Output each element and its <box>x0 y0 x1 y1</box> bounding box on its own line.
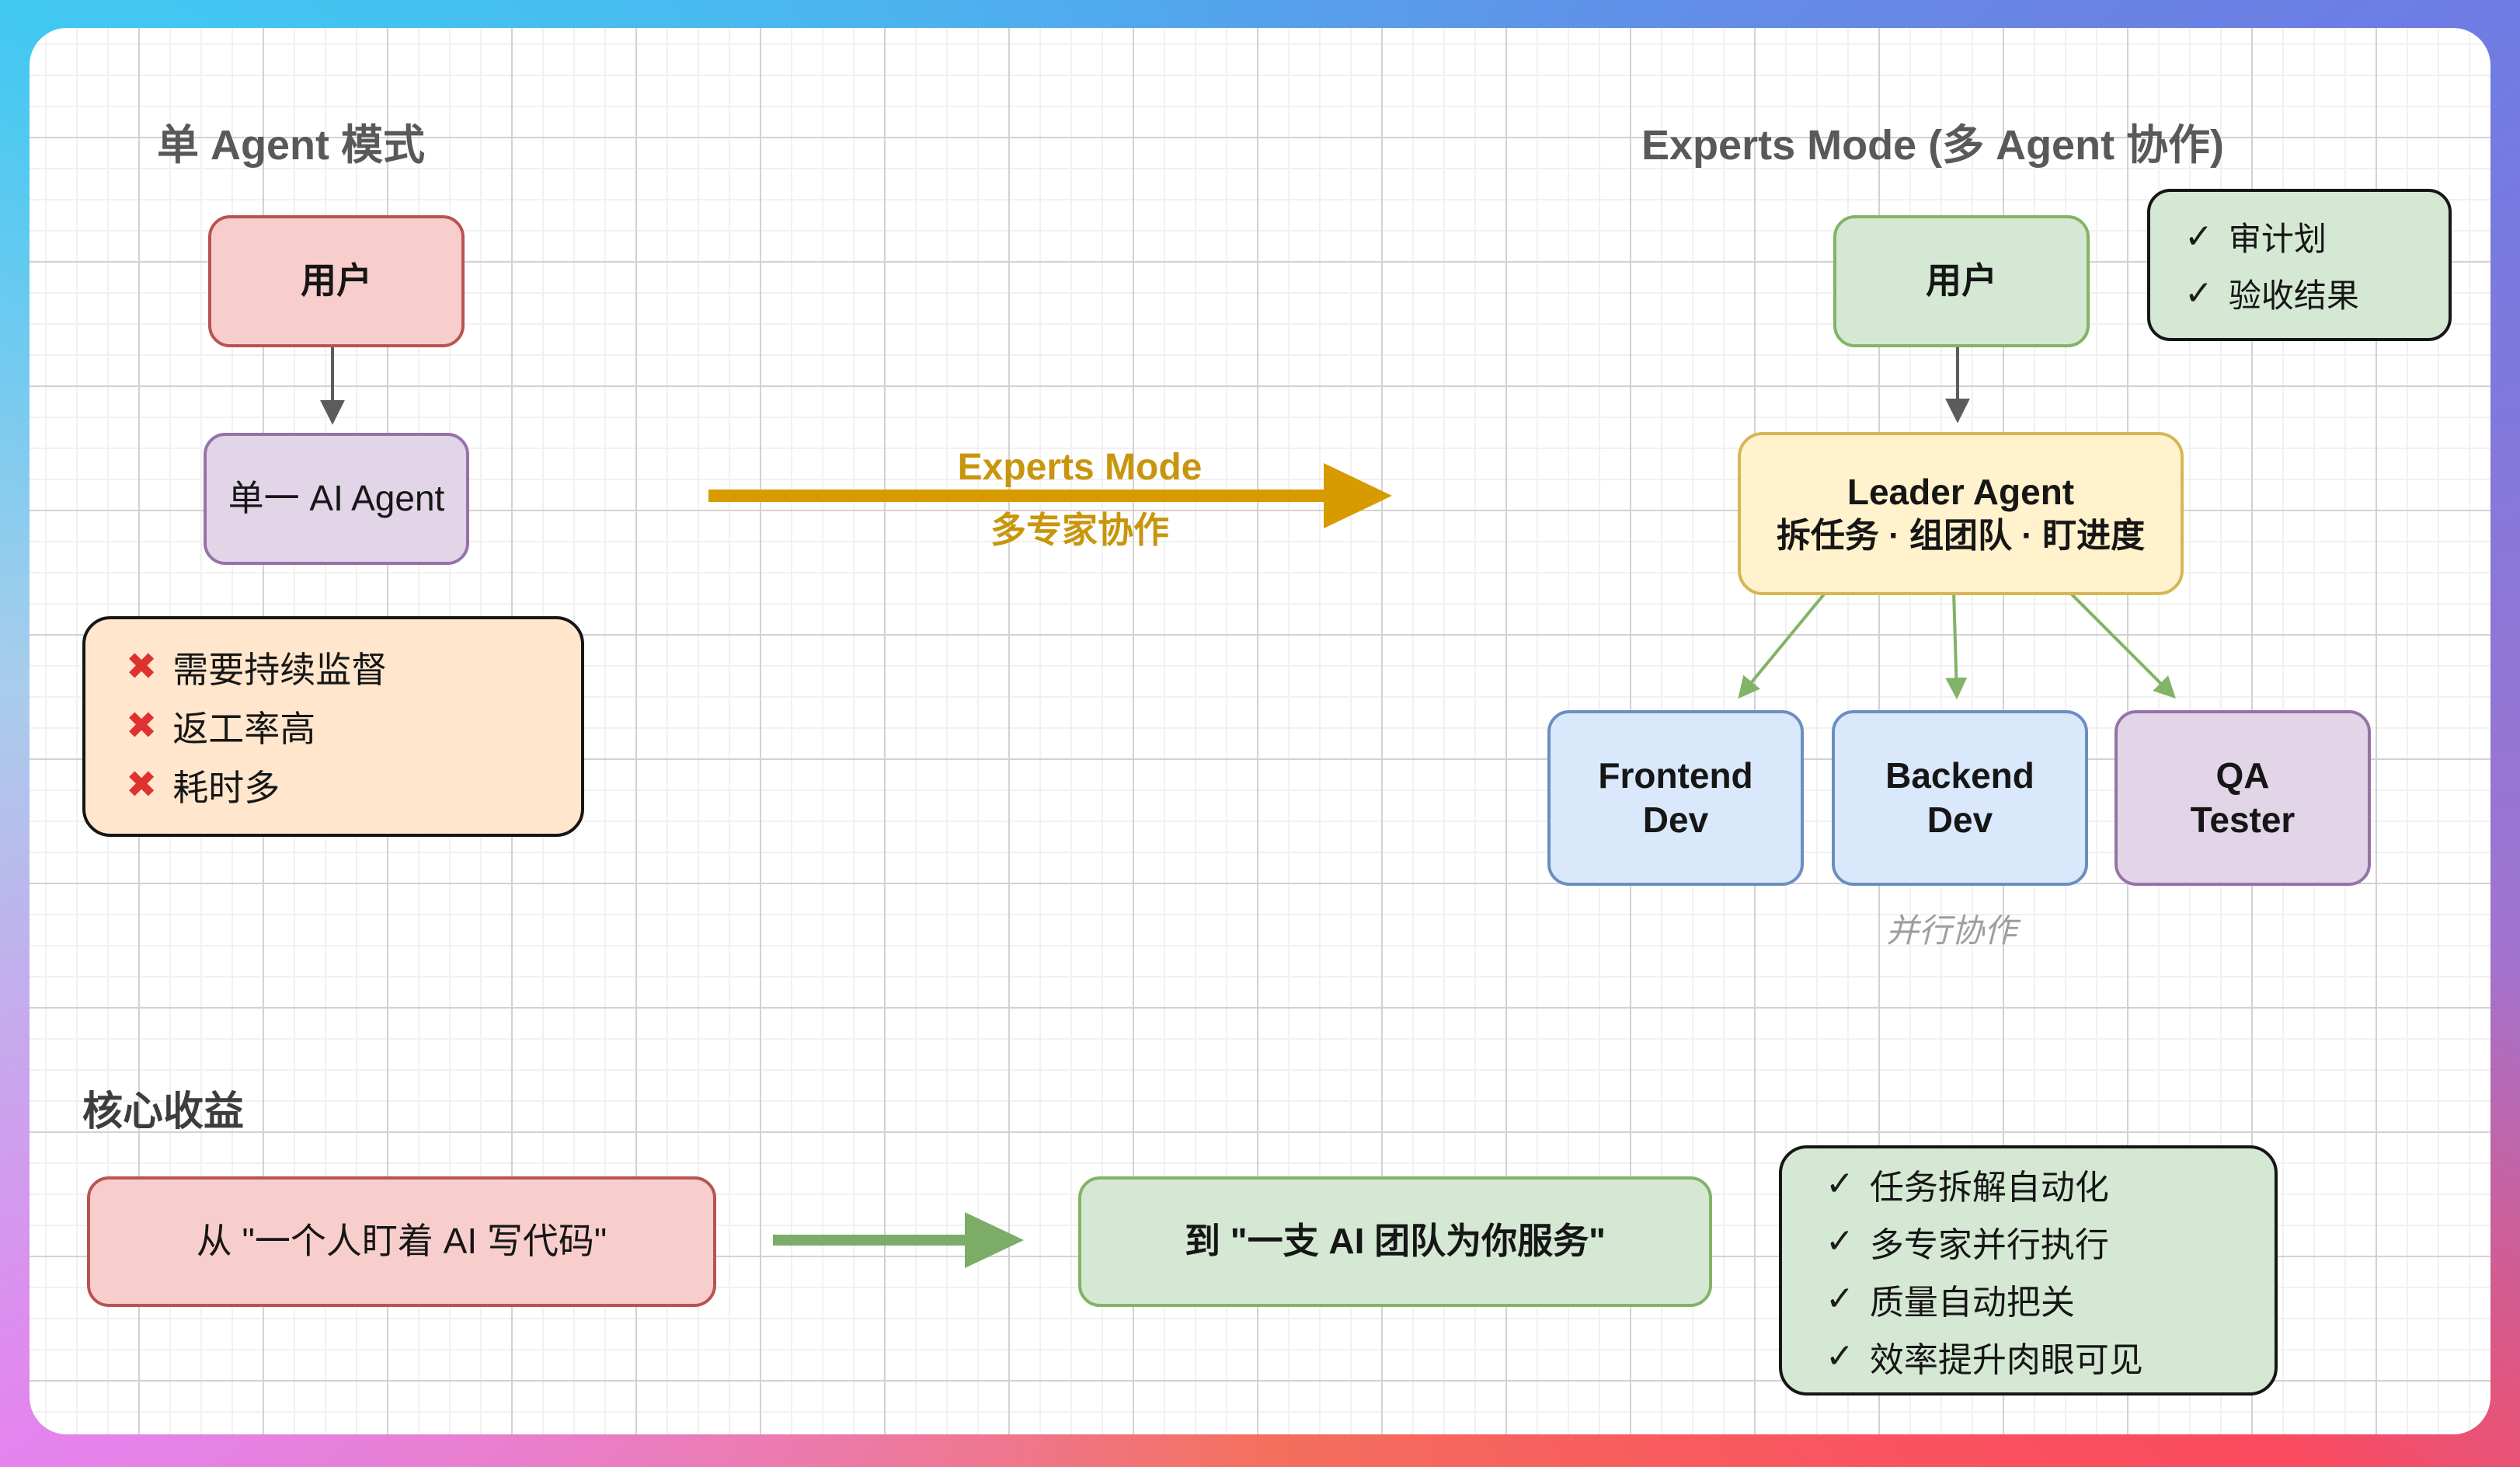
node-frontend-dev[interactable]: Frontend Dev <box>1547 710 1804 886</box>
duty-item: ✓ 审计划 <box>2184 213 2327 260</box>
backend-dev-line2: Dev <box>1927 800 1993 840</box>
node-user-right-label: 用户 <box>1926 260 1997 301</box>
single-agent-heading: 单 Agent 模式 <box>157 122 425 169</box>
drawback-text: 返工率高 <box>172 709 316 749</box>
duty-text: 验收结果 <box>2228 277 2359 314</box>
to-state-label: 到 "一支 AI 团队为你服务" <box>1185 1221 1606 1262</box>
node-qa-tester[interactable]: QA Tester <box>2115 710 2371 886</box>
from-state-label: 从 "一个人盯着 AI 写代码" <box>196 1221 607 1262</box>
qa-tester-line2: Tester <box>2190 800 2295 840</box>
benefit-item: ✓ 效率提升肉眼可见 <box>1826 1332 2143 1382</box>
check-icon: ✓ <box>1826 1280 1854 1318</box>
benefits-note[interactable]: ✓ 任务拆解自动化 ✓ 多专家并行执行 ✓ 质量自动把关 ✓ 效率提升肉眼可见 <box>1779 1145 2278 1396</box>
check-icon: ✓ <box>1826 1165 1854 1203</box>
qa-tester-line1: QA <box>2215 754 2270 796</box>
experts-mode-heading: Experts Mode (多 Agent 协作) <box>1641 122 2225 169</box>
node-single-ai-agent[interactable]: 单一 AI Agent <box>204 433 469 565</box>
connector-leader-to-qa[interactable] <box>2066 589 2176 699</box>
frontend-dev-line2: Dev <box>1642 800 1709 840</box>
core-benefits-heading: 核心收益 <box>82 1089 245 1134</box>
cross-icon: ✖ <box>126 646 158 688</box>
drawback-item: ✖ 返工率高 <box>126 701 315 752</box>
cross-icon: ✖ <box>126 706 158 747</box>
drawback-text: 需要持续监督 <box>172 650 388 690</box>
frontend-dev-line1: Frontend <box>1598 754 1753 796</box>
connector-leader-to-frontend[interactable] <box>1738 589 1829 699</box>
drawback-item: ✖ 耗时多 <box>126 760 280 811</box>
experts-mode-arrow[interactable] <box>708 463 1392 528</box>
user-duties-note[interactable]: ✓ 审计划 ✓ 验收结果 <box>2147 189 2452 341</box>
transition-label-line2: 多专家协作 <box>990 510 1169 550</box>
node-leader-agent[interactable]: Leader Agent 拆任务 · 组团队 · 盯进度 <box>1738 432 2184 595</box>
parallel-collaboration-caption: 并行协作 <box>1885 912 2017 949</box>
check-icon: ✓ <box>2184 217 2213 256</box>
benefit-item: ✓ 任务拆解自动化 <box>1826 1159 2109 1209</box>
benefit-arrow[interactable] <box>773 1212 1024 1268</box>
leader-agent-subtitle: 拆任务 · 组团队 · 盯进度 <box>1776 517 2146 556</box>
drawback-item: ✖ 需要持续监督 <box>126 642 387 693</box>
benefit-text: 质量自动把关 <box>1869 1284 2075 1322</box>
drawbacks-note[interactable]: ✖ 需要持续监督 ✖ 返工率高 ✖ 耗时多 <box>82 616 584 837</box>
node-backend-dev[interactable]: Backend Dev <box>1832 710 2088 886</box>
check-icon: ✓ <box>2184 274 2213 312</box>
benefit-item: ✓ 多专家并行执行 <box>1826 1217 2109 1267</box>
node-user-left[interactable]: 用户 <box>208 215 465 347</box>
cross-icon: ✖ <box>126 765 158 806</box>
benefit-item: ✓ 质量自动把关 <box>1826 1274 2075 1324</box>
duty-item: ✓ 验收结果 <box>2184 270 2359 317</box>
node-to-state[interactable]: 到 "一支 AI 团队为你服务" <box>1078 1176 1712 1307</box>
node-single-ai-agent-label: 单一 AI Agent <box>228 478 445 519</box>
transition-label-line1: Experts Mode <box>957 447 1203 488</box>
benefit-text: 任务拆解自动化 <box>1869 1169 2109 1207</box>
benefit-text: 多专家并行执行 <box>1869 1226 2109 1264</box>
connector-leader-to-backend[interactable] <box>1945 590 1968 700</box>
node-user-left-label: 用户 <box>301 260 372 301</box>
check-icon: ✓ <box>1826 1337 1854 1375</box>
benefit-text: 效率提升肉眼可见 <box>1869 1341 2143 1379</box>
backend-dev-line1: Backend <box>1885 754 2034 796</box>
check-icon: ✓ <box>1826 1222 1854 1260</box>
leader-agent-title: Leader Agent <box>1846 471 2075 512</box>
drawback-text: 耗时多 <box>172 768 280 808</box>
node-from-state[interactable]: 从 "一个人盯着 AI 写代码" <box>87 1176 716 1307</box>
duty-text: 审计划 <box>2228 221 2327 257</box>
node-user-right[interactable]: 用户 <box>1833 215 2090 347</box>
